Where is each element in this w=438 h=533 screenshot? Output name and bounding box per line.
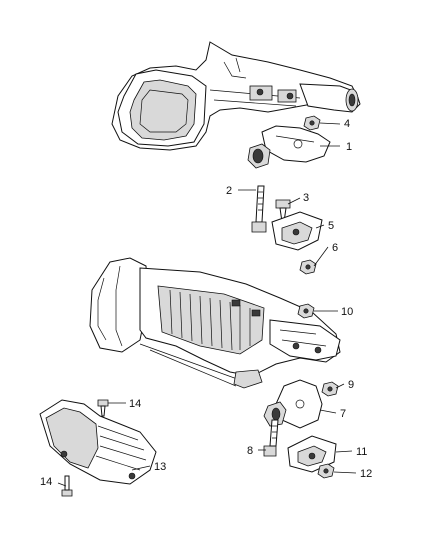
skid-plate-13 [39,399,157,485]
bolt-2 [251,185,267,233]
callout-14-upper: 14 [129,398,141,410]
lower-transmission-assembly [89,257,341,389]
nut-10 [297,303,315,319]
bolt-14-upper [97,399,109,417]
upper-mount-bracket [247,125,331,169]
callout-5: 5 [328,220,334,232]
upper-transmission-assembly [111,41,361,151]
callout-14-lower: 14 [40,476,52,488]
callout-1: 1 [346,141,352,153]
nut-12 [317,463,335,479]
mount-insulator-5 [271,211,323,251]
callout-12: 12 [360,468,372,480]
callout-13: 13 [154,461,166,473]
bolt-8 [263,419,279,457]
callout-11: 11 [356,446,367,458]
bolt-3 [275,199,291,223]
callout-6: 6 [332,242,338,254]
nut-6 [299,259,317,275]
mount-insulator-11 [287,435,337,473]
callout-labels: 1 2 3 4 5 6 7 8 9 10 11 12 13 14 14 [40,118,372,488]
lower-mount-bracket-7 [263,379,323,429]
leader-lines [57,122,357,487]
nut-upper [303,115,321,131]
callout-9: 9 [348,379,354,391]
callout-7: 7 [340,408,346,420]
callout-8: 8 [247,445,253,457]
callout-4: 4 [344,118,350,130]
callout-2: 2 [226,185,232,197]
bolt-14-lower [61,475,73,497]
callout-10: 10 [341,306,353,318]
callout-3: 3 [303,192,309,204]
nut-9 [321,381,339,397]
